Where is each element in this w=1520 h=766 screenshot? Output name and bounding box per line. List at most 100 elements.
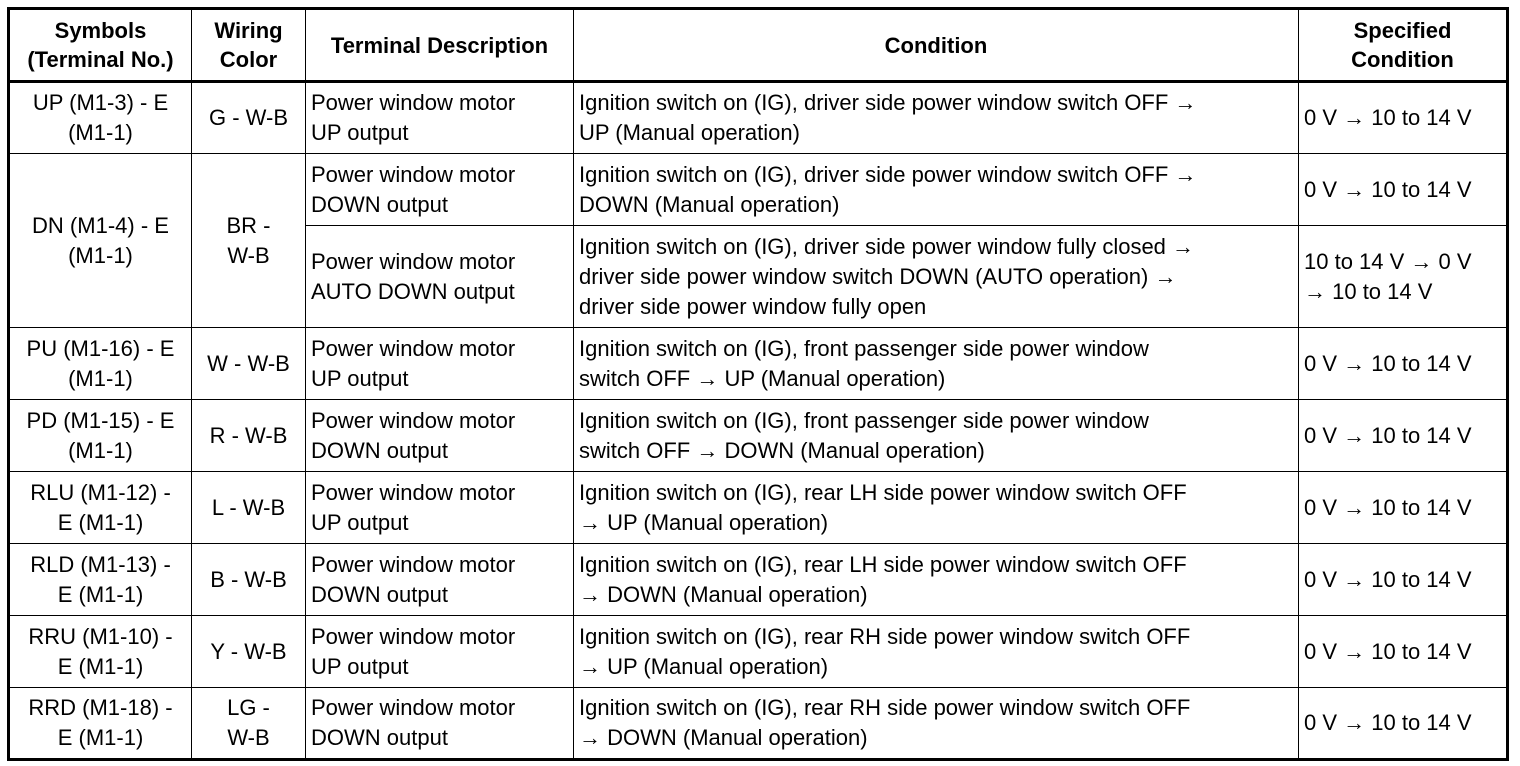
header-wiring-line2: Color xyxy=(219,47,278,72)
cell-specified-condition-line: 0 V → 10 to 14 V xyxy=(1304,422,1472,448)
cell-terminal-description-line: Power window motor xyxy=(311,407,516,433)
cell-specified-condition-line: 10 to 14 V → 0 V xyxy=(1304,248,1472,274)
cell-condition-line: → DOWN (Manual operation) xyxy=(579,581,868,607)
cell-condition: Ignition switch on (IG), rear LH side po… xyxy=(573,471,1299,544)
cell-symbol-line: RRU (M1-10) - xyxy=(28,623,173,649)
cell-condition: Ignition switch on (IG), front passenger… xyxy=(573,399,1299,472)
cell-condition: Ignition switch on (IG), driver side pow… xyxy=(573,225,1299,328)
cell-symbol-line: (M1-1) xyxy=(68,437,133,463)
cell-specified-condition-line: 0 V → 10 to 14 V xyxy=(1304,566,1472,592)
cell-wiring-color: R - W-B xyxy=(191,399,306,472)
cell-specified-condition-line: 0 V → 10 to 14 V xyxy=(1304,710,1472,735)
terminal-spec-table-container: Symbols (Terminal No.) Wiring Color Term… xyxy=(7,7,1509,761)
cell-symbol-line: E (M1-1) xyxy=(57,653,144,679)
cell-specified-condition: 0 V → 10 to 14 V xyxy=(1298,543,1508,616)
cell-terminal-description-line: AUTO DOWN output xyxy=(311,278,515,304)
cell-wiring-color: W - W-B xyxy=(191,327,306,400)
cell-terminal-description-line: DOWN output xyxy=(311,725,448,750)
cell-wiring-color: L - W-B xyxy=(191,471,306,544)
cell-specified-condition: 0 V → 10 to 14 V xyxy=(1298,153,1508,226)
cell-condition: Ignition switch on (IG), rear LH side po… xyxy=(573,543,1299,616)
header-terminal-description: Terminal Description xyxy=(305,8,574,83)
cell-condition-line: Ignition switch on (IG), front passenger… xyxy=(579,407,1149,433)
cell-wiring-color-line: BR - xyxy=(226,212,271,238)
cell-symbol: UP (M1-3) - E(M1-1) xyxy=(8,81,192,154)
cell-condition-line: → UP (Manual operation) xyxy=(579,653,829,679)
header-condition: Condition xyxy=(573,8,1299,83)
cell-terminal-description-line: UP output xyxy=(311,653,409,679)
header-specified-line2: Condition xyxy=(1351,47,1454,72)
cell-symbol: RLD (M1-13) -E (M1-1) xyxy=(8,543,192,616)
cell-condition-line: switch OFF → DOWN (Manual operation) xyxy=(579,437,985,463)
cell-condition-line: Ignition switch on (IG), rear RH side po… xyxy=(579,623,1191,649)
cell-condition: Ignition switch on (IG), driver side pow… xyxy=(573,153,1299,226)
table-row: RRD (M1-18) - E (M1-1) LG - W-B Power window… xyxy=(8,687,1508,760)
cell-wiring-color-line: W-B xyxy=(227,242,270,268)
cell-terminal-description-line: Power window motor xyxy=(311,551,516,577)
cell-specified-condition-line: → 10 to 14 V xyxy=(1304,278,1433,304)
cell-condition-line: Ignition switch on (IG), rear LH side po… xyxy=(579,551,1187,577)
cell-wiring-color-line: LG - xyxy=(227,695,270,720)
cell-symbol: PD (M1-15) - E(M1-1) xyxy=(8,399,192,472)
cell-symbol: RRU (M1-10) - E (M1-1) xyxy=(8,615,192,688)
cell-condition-line: UP (Manual operation) xyxy=(579,120,800,145)
cell-terminal-description-line: UP output xyxy=(311,509,409,535)
cell-specified-condition: 0 V → 10 to 14 V xyxy=(1298,399,1508,472)
cell-condition-line: Ignition switch on (IG), driver side pow… xyxy=(579,161,1197,187)
header-symbols-line1: Symbols xyxy=(54,18,147,43)
cell-condition-line: Ignition switch on (IG), rear RH side po… xyxy=(579,695,1191,720)
cell-symbol-line: (M1-1) xyxy=(68,242,133,268)
cell-terminal-description: Power window motor UP output xyxy=(305,471,574,544)
cell-wiring-color-line: W-B xyxy=(227,725,270,750)
cell-specified-condition-line: 0 V → 10 to 14 V xyxy=(1304,176,1472,202)
cell-symbol-line: RRD (M1-18) - xyxy=(28,695,173,720)
cell-specified-condition-line: 0 V → 10 to 14 V xyxy=(1304,350,1472,376)
header-specified-line1: Specified xyxy=(1353,18,1452,43)
cell-terminal-description-line: UP output xyxy=(311,365,409,391)
cell-symbol-line: DN (M1-4) - E xyxy=(32,212,169,238)
cell-condition-line: driver side power window fully open xyxy=(579,293,927,319)
cell-symbol-line: (M1-1) xyxy=(68,120,133,145)
cell-terminal-description-line: DOWN output xyxy=(311,191,448,217)
cell-condition-line: → DOWN (Manual operation) xyxy=(579,725,868,750)
cell-wiring-color-line: R - W-B xyxy=(209,422,288,448)
cell-wiring-color: BR - W-B xyxy=(191,153,306,328)
cell-terminal-description-line: Power window motor xyxy=(311,479,516,505)
cell-specified-condition: 0 V → 10 to 14 V xyxy=(1298,615,1508,688)
cell-condition: Ignition switch on (IG), driver side pow… xyxy=(573,81,1299,154)
cell-specified-condition-line: 0 V → 10 to 14 V xyxy=(1304,638,1472,664)
cell-condition-line: Ignition switch on (IG), rear LH side po… xyxy=(579,479,1187,505)
cell-symbol-line: (M1-1) xyxy=(68,365,133,391)
cell-symbol-line: E (M1-1) xyxy=(57,581,144,607)
cell-specified-condition: 10 to 14 V → 0 V → 10 to 14 V xyxy=(1298,225,1508,328)
cell-symbol-line: RLU (M1-12) - xyxy=(30,479,171,505)
cell-terminal-description-line: Power window motor xyxy=(311,161,516,187)
cell-symbol-line: E (M1-1) xyxy=(57,509,144,535)
cell-condition-line: Ignition switch on (IG), driver side pow… xyxy=(579,90,1197,115)
cell-terminal-description: Power window motor UP output xyxy=(305,81,574,154)
cell-condition: Ignition switch on (IG), rear RH side po… xyxy=(573,687,1299,760)
cell-symbol: RLU (M1-12) - E (M1-1) xyxy=(8,471,192,544)
cell-condition-line: Ignition switch on (IG), driver side pow… xyxy=(579,233,1195,259)
header-wiring-color: Wiring Color xyxy=(191,8,306,83)
table-row: DN (M1-4) - E (M1-1) BR - W-B Power window m… xyxy=(8,153,1508,328)
cell-terminal-description-line: UP output xyxy=(311,120,409,145)
cell-condition-line: → UP (Manual operation) xyxy=(579,509,829,535)
cell-specified-condition-line: 0 V → 10 to 14 V xyxy=(1304,494,1472,520)
cell-symbol: DN (M1-4) - E (M1-1) xyxy=(8,153,192,328)
cell-terminal-description-line: Power window motor xyxy=(311,90,516,115)
header-specified-condition: Specified Condition xyxy=(1298,8,1508,83)
cell-terminal-description-line: Power window motor xyxy=(311,248,516,274)
cell-symbol-line: E (M1-1) xyxy=(57,725,144,750)
cell-symbol-line: PU (M1-16) - E xyxy=(26,335,175,361)
cell-terminal-description-line: Power window motor xyxy=(311,695,516,720)
